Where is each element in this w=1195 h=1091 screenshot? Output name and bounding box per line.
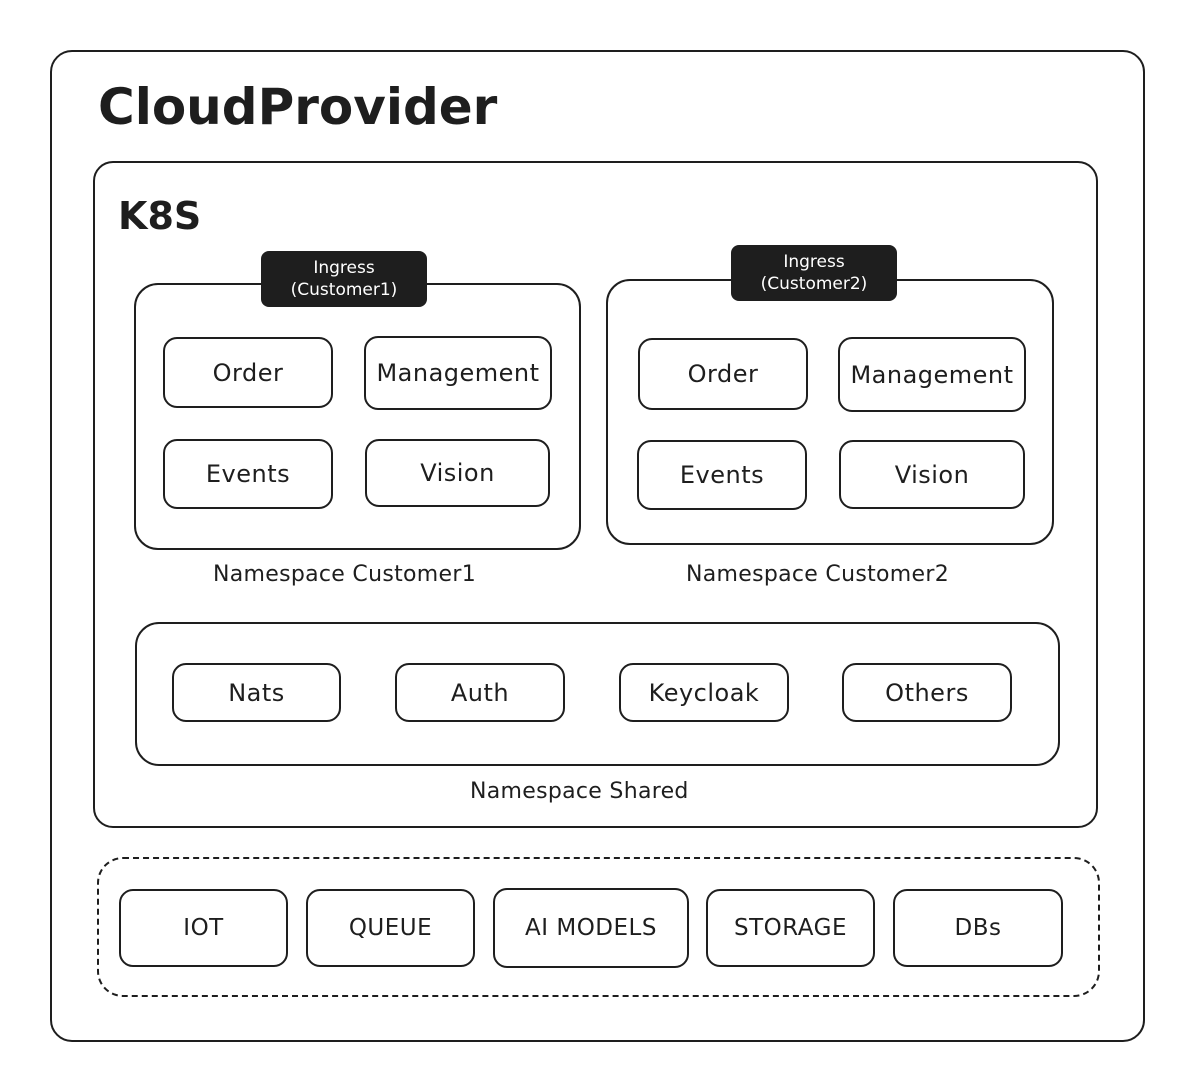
c1-vision-service[interactable]: Vision [365, 439, 550, 507]
c2-vision-service[interactable]: Vision [839, 440, 1025, 509]
resource-iot[interactable]: IOT [119, 889, 288, 967]
resource-storage[interactable]: STORAGE [706, 889, 875, 967]
ingress-customer2-line2: (Customer2) [760, 274, 868, 294]
ingress-customer1-badge[interactable]: Ingress (Customer1) [261, 251, 427, 307]
k8s-title: K8S [118, 194, 202, 238]
namespace-customer2-label: Namespace Customer2 [686, 562, 949, 587]
cloudprovider-title: CloudProvider [98, 78, 498, 136]
namespace-shared-label: Namespace Shared [470, 779, 689, 804]
shared-nats-service[interactable]: Nats [172, 663, 341, 722]
namespace-customer1-label: Namespace Customer1 [213, 562, 476, 587]
c2-events-service[interactable]: Events [637, 440, 807, 510]
shared-auth-service[interactable]: Auth [395, 663, 565, 722]
namespace-customer1-box [134, 283, 581, 550]
resource-ai-models[interactable]: AI MODELS [493, 888, 689, 968]
resource-queue[interactable]: QUEUE [306, 889, 475, 967]
ingress-customer2-line1: Ingress [783, 252, 845, 272]
shared-others-service[interactable]: Others [842, 663, 1012, 722]
c2-order-service[interactable]: Order [638, 338, 808, 410]
c1-management-service[interactable]: Management [364, 336, 552, 410]
shared-keycloak-service[interactable]: Keycloak [619, 663, 789, 722]
ingress-customer1-line1: Ingress [313, 258, 375, 278]
ingress-customer2-badge[interactable]: Ingress (Customer2) [731, 245, 897, 301]
ingress-customer1-line2: (Customer1) [290, 280, 398, 300]
c1-events-service[interactable]: Events [163, 439, 333, 509]
c2-management-service[interactable]: Management [838, 337, 1026, 412]
c1-order-service[interactable]: Order [163, 337, 333, 408]
resource-dbs[interactable]: DBs [893, 889, 1063, 967]
